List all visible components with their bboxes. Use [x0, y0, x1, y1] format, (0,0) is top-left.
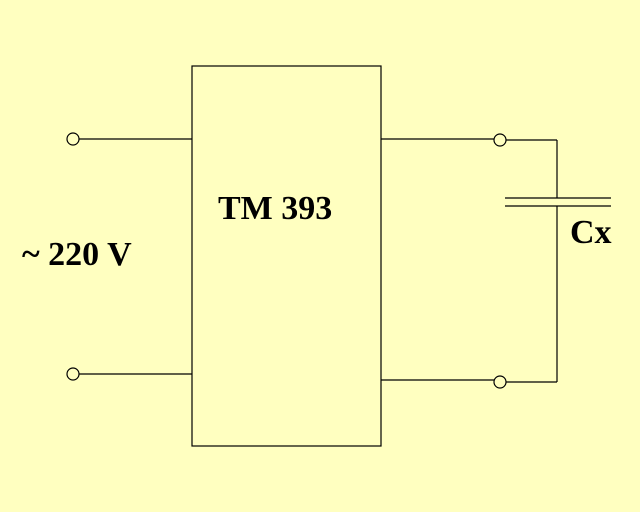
capacitor-label: Cx	[570, 214, 612, 251]
output-terminal-top	[493, 133, 507, 147]
input-terminal-bottom	[66, 367, 80, 381]
tm393-block	[191, 65, 382, 447]
output-terminal-bottom	[493, 375, 507, 389]
block-label: TM 393	[218, 190, 333, 227]
input-terminal-top	[66, 132, 80, 146]
source-voltage-label: ~ 220 V	[22, 236, 132, 273]
